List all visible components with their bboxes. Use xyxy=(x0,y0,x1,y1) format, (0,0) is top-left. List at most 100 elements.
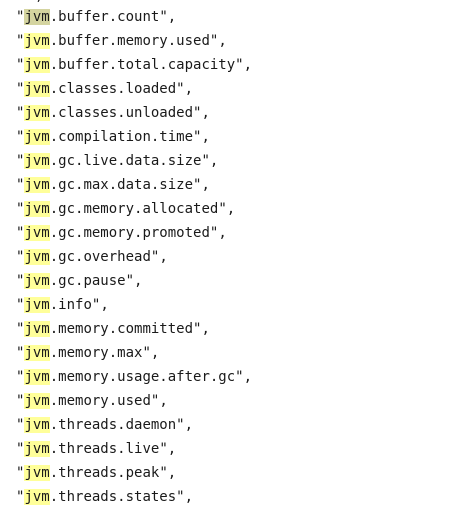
open-quote: " xyxy=(16,33,25,49)
close-quote: " xyxy=(193,177,202,193)
search-match: jvm xyxy=(24,417,50,433)
search-match: jvm xyxy=(24,321,50,337)
code-lines: "jvm.buffer.count","jvm.buffer.memory.us… xyxy=(16,5,252,509)
code-line: "jvm.classes.unloaded", xyxy=(16,101,252,125)
close-quote: " xyxy=(159,465,168,481)
close-quote: " xyxy=(159,9,168,25)
code-line: "jvm.buffer.memory.used", xyxy=(16,29,252,53)
search-match: jvm xyxy=(24,153,50,169)
search-match-current: jvm xyxy=(24,9,50,25)
code-line: "jvm.threads.daemon", xyxy=(16,413,252,437)
search-match: jvm xyxy=(24,369,50,385)
code-line: "jvm.gc.live.data.size", xyxy=(16,149,252,173)
metric-name-rest: .buffer.total.capacity xyxy=(49,57,236,73)
code-line: "jvm.threads.live", xyxy=(16,437,252,461)
code-line: "jvm.buffer.count", xyxy=(16,5,252,29)
metric-name-rest: .memory.used xyxy=(49,393,151,409)
metric-name-rest: .threads.live xyxy=(49,441,160,457)
search-match: jvm xyxy=(24,273,50,289)
code-line: "jvm.memory.max", xyxy=(16,341,252,365)
metric-name-rest: .threads.daemon xyxy=(49,417,177,433)
search-match: jvm xyxy=(24,489,50,505)
open-quote: " xyxy=(16,417,25,433)
close-quote: " xyxy=(91,297,101,313)
code-line: "jvm.threads.peak", xyxy=(16,461,252,485)
search-match: jvm xyxy=(24,57,50,73)
search-match: jvm xyxy=(24,249,50,265)
open-quote: " xyxy=(16,297,25,313)
search-match: jvm xyxy=(24,129,50,145)
close-quote: " xyxy=(235,57,244,73)
line-suffix: , xyxy=(159,249,168,265)
line-suffix: , xyxy=(150,345,160,361)
close-quote: " xyxy=(209,225,219,241)
open-quote: " xyxy=(16,153,25,169)
search-match: jvm xyxy=(24,441,50,457)
open-quote: " xyxy=(16,249,25,265)
open-quote: " xyxy=(16,393,25,409)
line-suffix: , xyxy=(201,177,210,193)
open-quote: " xyxy=(16,441,25,457)
metric-name-rest: .classes.loaded xyxy=(49,81,177,97)
open-quote: " xyxy=(16,369,25,385)
line-suffix: , xyxy=(159,393,168,409)
line-suffix: , xyxy=(218,33,227,49)
open-quote: " xyxy=(16,105,25,121)
metric-name-rest: .gc.overhead xyxy=(49,249,151,265)
code-line: "jvm.gc.overhead", xyxy=(16,245,252,269)
close-quote: " xyxy=(150,249,160,265)
close-quote: " xyxy=(235,369,244,385)
metric-name-rest: .threads.peak xyxy=(49,465,160,481)
line-suffix: , xyxy=(201,105,210,121)
search-match: jvm xyxy=(24,201,50,217)
metric-name-rest: .gc.memory.promoted xyxy=(49,225,210,241)
open-quote: " xyxy=(16,177,25,193)
line-suffix: , xyxy=(100,297,109,313)
metric-name-rest: .gc.max.data.size xyxy=(49,177,194,193)
line-suffix: , xyxy=(167,441,177,457)
open-quote: " xyxy=(16,465,25,481)
metric-name-rest: .memory.committed xyxy=(49,321,194,337)
open-quote: " xyxy=(16,489,25,505)
code-line-partial: ` , ` xyxy=(18,0,60,8)
search-match: jvm xyxy=(24,297,50,313)
metric-name-rest: .gc.memory.allocated xyxy=(49,201,219,217)
metric-name-rest: .threads.states xyxy=(49,489,177,505)
open-quote: " xyxy=(16,9,25,25)
line-suffix: , xyxy=(243,57,253,73)
search-match: jvm xyxy=(24,33,50,49)
code-line: "jvm.buffer.total.capacity", xyxy=(16,53,252,77)
close-quote: " xyxy=(193,105,202,121)
close-quote: " xyxy=(176,489,185,505)
metric-name-rest: .gc.pause xyxy=(49,273,126,289)
line-suffix: , xyxy=(218,225,227,241)
code-line: "jvm.memory.usage.after.gc", xyxy=(16,365,252,389)
close-quote: " xyxy=(176,417,185,433)
code-line: "jvm.gc.pause", xyxy=(16,269,252,293)
close-quote: " xyxy=(125,273,135,289)
metric-name-rest: .buffer.count xyxy=(49,9,160,25)
open-quote: " xyxy=(16,201,25,217)
search-match: jvm xyxy=(24,345,50,361)
search-match: jvm xyxy=(24,81,50,97)
open-quote: " xyxy=(16,57,25,73)
metric-name-rest: .memory.usage.after.gc xyxy=(49,369,236,385)
code-line: "jvm.threads.states", xyxy=(16,485,252,509)
line-suffix: , xyxy=(209,153,219,169)
code-line: "jvm.gc.max.data.size", xyxy=(16,173,252,197)
metric-name-rest: .memory.max xyxy=(49,345,143,361)
search-match: jvm xyxy=(24,465,50,481)
line-suffix: , xyxy=(243,369,253,385)
code-line: "jvm.compilation.time", xyxy=(16,125,252,149)
open-quote: " xyxy=(16,321,25,337)
metric-name-rest: .compilation.time xyxy=(49,129,194,145)
metric-name-rest: .gc.live.data.size xyxy=(49,153,202,169)
code-line: "jvm.gc.memory.promoted", xyxy=(16,221,252,245)
close-quote: " xyxy=(176,81,185,97)
search-match: jvm xyxy=(24,105,50,121)
line-suffix: , xyxy=(201,321,210,337)
close-quote: " xyxy=(218,201,227,217)
open-quote: " xyxy=(16,81,25,97)
close-quote: " xyxy=(209,33,219,49)
